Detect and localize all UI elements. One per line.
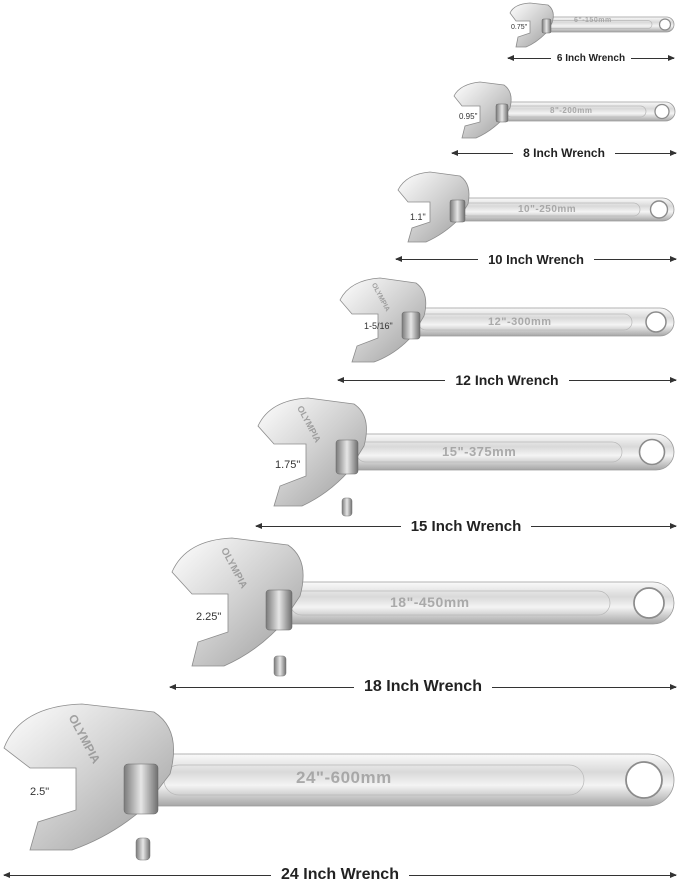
jaw-capacity-label: 2.5" — [30, 786, 50, 798]
size-stamp: 12"-300mm — [488, 316, 552, 328]
dimension-arrow-15-inch: 15 Inch Wrench — [255, 518, 677, 535]
jaw-capacity-label: 1-5/16" — [364, 321, 393, 331]
dimension-arrow-8-inch: 8 Inch Wrench — [450, 146, 678, 160]
wrench-18-inch: OLYMPIA 18"-450mm 2.25" — [170, 537, 676, 678]
wrench-caption: 12 Inch Wrench — [455, 372, 559, 388]
size-stamp: 18"-450mm — [390, 594, 470, 610]
wrench-24-inch: OLYMPIA 24"-600mm 2.5" — [3, 703, 676, 864]
wrench-10-inch: 10"-250mm 1.1" — [396, 171, 676, 250]
size-stamp: 8"-200mm — [550, 106, 593, 115]
wrench-image — [453, 81, 676, 139]
size-stamp: 15"-375mm — [442, 444, 517, 459]
dimension-arrow-12-inch: 12 Inch Wrench — [336, 372, 678, 388]
wrench-image — [339, 277, 675, 363]
wrench-image — [257, 397, 675, 517]
wrench-caption: 6 Inch Wrench — [556, 53, 626, 64]
wrench-8-inch: 8"-200mm 0.95" — [452, 81, 676, 144]
wrench-caption: 8 Inch Wrench — [523, 146, 605, 160]
dimension-arrow-6-inch: 6 Inch Wrench — [507, 53, 675, 64]
size-stamp: 24"-600mm — [296, 768, 392, 787]
wrench-image — [397, 171, 675, 243]
wrench-caption: 10 Inch Wrench — [488, 252, 584, 267]
wrench-image — [3, 703, 675, 861]
jaw-capacity-label: 1.75" — [275, 459, 301, 471]
jaw-capacity-label: 2.25" — [196, 611, 222, 623]
wrench-image — [171, 537, 675, 677]
size-stamp: 6"-150mm — [574, 17, 612, 24]
wrench-12-inch: OLYMPIA 12"-300mm 1-5/16" — [338, 277, 676, 372]
dimension-arrow-18-inch: 18 Inch Wrench — [168, 678, 678, 696]
wrench-6-inch: 6"-150mm 0.75" — [508, 2, 676, 53]
wrench-15-inch: OLYMPIA 15"-375mm 1.75" — [256, 397, 676, 518]
wrench-caption: 15 Inch Wrench — [410, 518, 522, 535]
dimension-arrow-24-inch: 24 Inch Wrench — [2, 866, 678, 884]
wrench-caption: 18 Inch Wrench — [364, 678, 482, 695]
wrench-caption: 24 Inch Wrench — [281, 866, 399, 883]
dimension-arrow-10-inch: 10 Inch Wrench — [394, 252, 678, 267]
size-stamp: 10"-250mm — [518, 204, 577, 215]
jaw-capacity-label: 0.95" — [459, 112, 478, 121]
jaw-capacity-label: 1.1" — [410, 212, 426, 222]
wrench-image — [509, 2, 675, 48]
jaw-capacity-label: 0.75" — [511, 24, 528, 31]
